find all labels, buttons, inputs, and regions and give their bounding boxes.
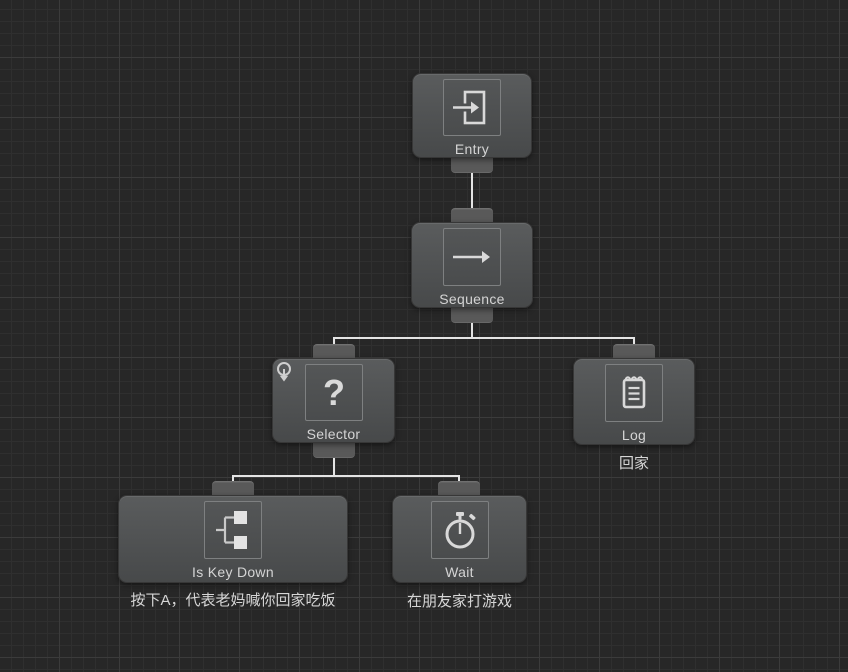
wire-selector-children	[232, 475, 460, 490]
node-icon-frame	[430, 501, 489, 559]
wire-sequence-children	[333, 337, 635, 352]
node-icon-frame	[443, 79, 501, 136]
node-icon-frame	[605, 364, 663, 422]
stopwatch-icon	[445, 512, 476, 549]
node-entry[interactable]: Entry	[412, 73, 532, 158]
question-mark-icon: ?	[323, 372, 345, 413]
node-label: Selector	[306, 426, 361, 442]
branch-icon	[216, 511, 247, 549]
svg-text:?: ?	[323, 372, 345, 413]
selector-output-port[interactable]	[313, 439, 355, 458]
notepad-icon	[622, 376, 646, 409]
node-icon-frame	[204, 501, 262, 559]
sequence-output-port[interactable]	[451, 304, 493, 323]
node-icon-frame	[443, 228, 501, 286]
node-comment: 在朋友家打游戏	[406, 593, 512, 610]
entry-output-port[interactable]	[451, 154, 493, 173]
node-selector[interactable]: ? Selector	[272, 358, 395, 443]
sequence-arrow-icon	[453, 251, 490, 263]
node-iskeydown[interactable]: Is Key Down	[118, 495, 348, 583]
node-label: Sequence	[439, 291, 505, 307]
node-label: Is Key Down	[192, 564, 274, 580]
node-wait[interactable]: Wait	[392, 495, 527, 583]
node-comment: 回家	[618, 455, 649, 472]
node-icon-frame: ?	[304, 364, 363, 421]
node-log[interactable]: Log	[573, 358, 695, 445]
node-label: Wait	[445, 564, 474, 580]
entry-arrow-icon	[453, 90, 486, 124]
node-label: Entry	[454, 141, 490, 157]
abort-restart-icon	[274, 361, 294, 383]
node-label: Log	[621, 427, 647, 443]
node-sequence[interactable]: Sequence	[411, 222, 533, 308]
node-comment: 按下A，代表老妈喊你回家吃饭	[130, 592, 336, 609]
